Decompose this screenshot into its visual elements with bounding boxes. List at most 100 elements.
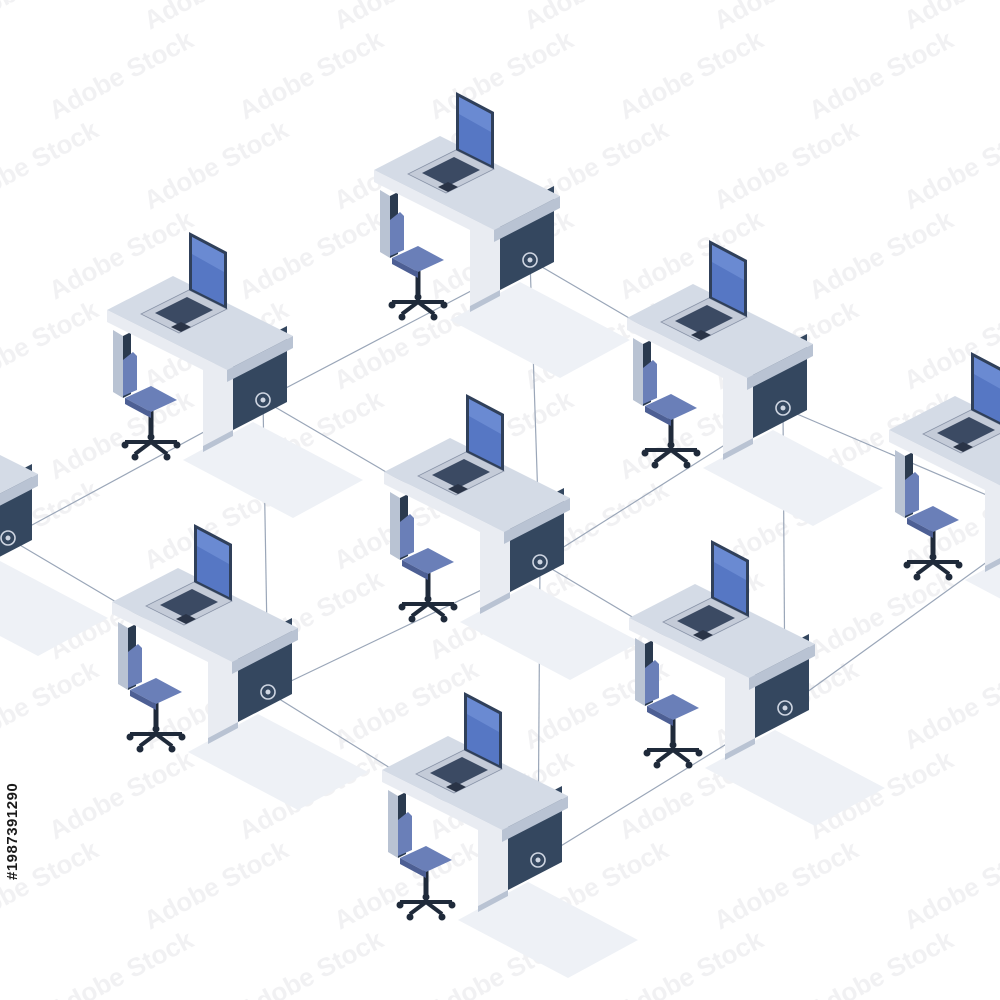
- laptop-screen-glare: [712, 245, 744, 280]
- chair-leg: [915, 560, 935, 576]
- chair-wheel: [903, 561, 911, 569]
- chair-seat: [402, 548, 454, 574]
- chair-seat: [645, 394, 697, 420]
- chair-back: [123, 352, 137, 396]
- desk-edge-side: [227, 336, 293, 382]
- chair-leg: [671, 748, 691, 764]
- chair-back: [643, 360, 657, 404]
- chair-leg: [400, 300, 420, 316]
- chair-wheel: [683, 461, 691, 469]
- chair-leg: [653, 448, 673, 464]
- desk-shadow: [705, 730, 885, 826]
- desk-edge-side: [747, 344, 813, 390]
- watermark-text: Adobe Stock: [424, 24, 579, 125]
- chair-leg: [154, 732, 174, 748]
- chair-wheel: [398, 603, 406, 611]
- chair-wheel: [136, 745, 144, 753]
- desk-shadow: [965, 561, 1000, 599]
- chair-leg: [931, 560, 951, 576]
- workstation: [889, 352, 1000, 599]
- desk-leg: [388, 790, 398, 858]
- watermark-text: Adobe Stock: [0, 114, 104, 215]
- cabinet-base: [208, 722, 238, 744]
- network-port-icon: [775, 400, 791, 416]
- chair-leg: [133, 440, 153, 456]
- watermark-text: Adobe Stock: [234, 24, 389, 125]
- laptop-touchpad: [953, 442, 973, 452]
- laptop-touchpad: [171, 322, 191, 332]
- chair-wheel: [641, 449, 649, 457]
- laptop-touchpad: [446, 782, 466, 792]
- chair-wheel: [163, 453, 171, 461]
- watermark-text: Adobe Stock: [899, 654, 1000, 755]
- network-port-icon: [777, 700, 793, 716]
- chair-wheel: [913, 573, 921, 581]
- chair-wheel: [653, 761, 661, 769]
- chair-seat: [130, 678, 182, 704]
- watermark-text: Adobe Stock: [0, 294, 104, 395]
- watermark-text: Adobe Stock: [804, 204, 959, 305]
- chair-wheel: [450, 603, 458, 611]
- desk-leg: [380, 190, 390, 258]
- workstation: [384, 394, 640, 680]
- chair-seat-edge: [907, 518, 933, 538]
- watermark-text: Adobe Stock: [709, 114, 864, 215]
- chair-wheel: [131, 453, 139, 461]
- desk-edge-front: [629, 618, 749, 690]
- laptop-touchpad: [448, 484, 468, 494]
- chair-wheel: [643, 749, 651, 757]
- chair-wheel: [388, 301, 396, 309]
- chair-wheel: [440, 615, 448, 623]
- desk-shadow: [703, 430, 883, 526]
- chair-back: [400, 514, 414, 558]
- network-port-dot: [782, 705, 788, 711]
- chair-leg: [416, 300, 436, 316]
- watermark-text: Adobe Stock: [139, 834, 294, 935]
- desk-leg: [118, 622, 128, 690]
- desk-shadow: [458, 882, 638, 978]
- desk-leg: [635, 638, 645, 706]
- watermark-text: Adobe Stock: [804, 564, 959, 665]
- laptop-screen-glare: [469, 399, 501, 434]
- watermark-text: Adobe Stock: [519, 0, 674, 35]
- network-port-dot: [535, 857, 541, 863]
- laptop-screen-glare: [974, 357, 1000, 389]
- network-port-dot: [5, 535, 11, 541]
- chair-leg: [408, 900, 428, 916]
- desk-edge-side: [494, 196, 560, 242]
- chair-wheel: [693, 449, 701, 457]
- chair-wheel: [398, 313, 406, 321]
- chair-seat-edge: [400, 858, 426, 878]
- chair-wheel: [430, 313, 438, 321]
- watermark-text: Adobe Stock: [329, 654, 484, 755]
- stock-id-label: #1987391290: [4, 782, 21, 880]
- chair-seat-edge: [125, 398, 151, 418]
- desk-edge-front: [374, 170, 494, 242]
- cabinet-base: [470, 290, 500, 312]
- chair-wheel: [414, 293, 422, 301]
- network-port-dot: [527, 257, 533, 263]
- laptop-keyboard: [675, 305, 733, 334]
- chair-wheel: [955, 561, 963, 569]
- network-port-dot: [537, 559, 543, 565]
- desk-leg: [633, 338, 643, 406]
- chair-wheel: [168, 745, 176, 753]
- desk-edge-front: [384, 472, 504, 544]
- chair-wheel: [408, 615, 416, 623]
- chair-back: [398, 812, 412, 856]
- chair-wheel: [173, 441, 181, 449]
- cabinet-base: [985, 558, 1000, 572]
- chair-back: [390, 212, 404, 256]
- desk-shadow: [460, 584, 640, 680]
- desk-top: [112, 568, 298, 662]
- desk-top: [627, 284, 813, 378]
- laptop-touchpad: [176, 614, 196, 624]
- chair-wheel: [178, 733, 186, 741]
- chair-back: [128, 644, 142, 688]
- watermark-text: Adobe Stock: [709, 0, 864, 35]
- desk-edge-side: [504, 498, 570, 544]
- chair-wheel: [147, 433, 155, 441]
- watermark-text: Adobe Stock: [139, 0, 294, 35]
- laptop-touchpad: [438, 182, 458, 192]
